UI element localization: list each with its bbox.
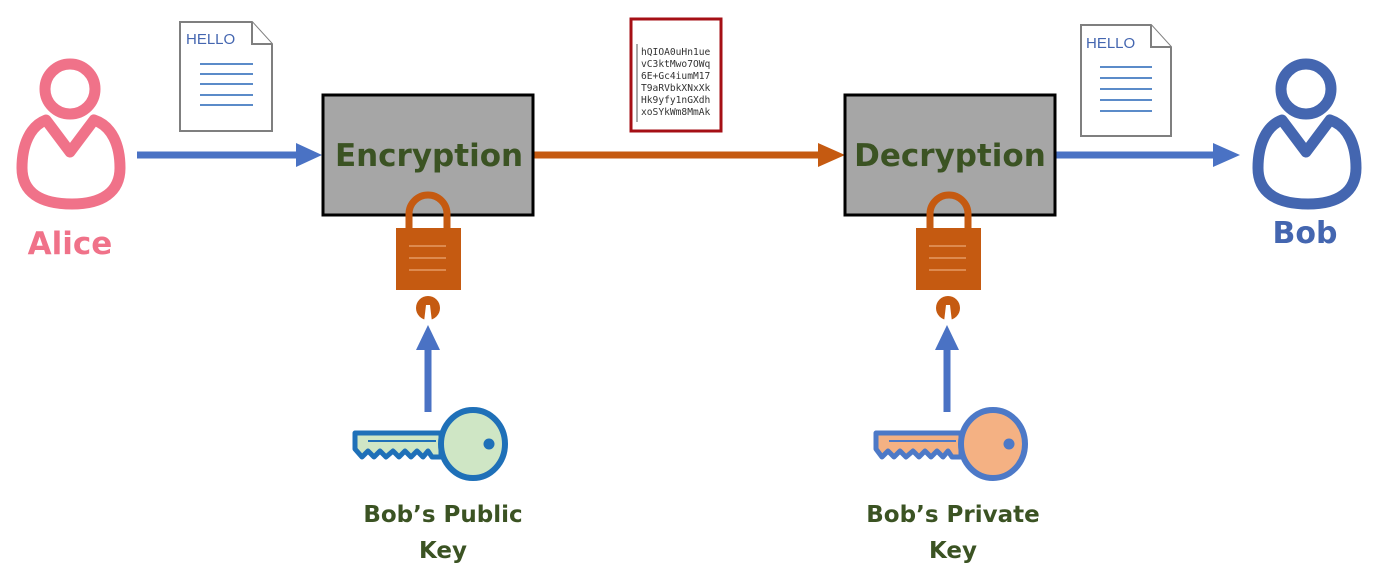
private-key-label-line1: Bob’s Private [866, 502, 1039, 528]
cipher-line: 6E+Gc4iumM17 [641, 71, 711, 82]
private-key-label-line2: Key [929, 538, 977, 564]
plaintext-document-out: HELLO [1080, 24, 1172, 137]
plaintext-in-text: HELLO [186, 31, 235, 48]
ciphertext-document: hQIOA0uHn1ue vC3ktMwo7OWq 6E+Gc4iumM17 T… [629, 17, 723, 133]
public-key-label-line1: Bob’s Public [363, 502, 522, 528]
public-key-icon [352, 407, 508, 481]
cipher-line: T9aRVbkXNxXk [641, 83, 711, 94]
arrow-private-key-to-lock [935, 325, 959, 412]
private-key-icon [873, 407, 1028, 481]
alice-person-icon [16, 58, 126, 210]
arrow-decryption-to-bob [1055, 143, 1240, 167]
cipher-line: xoSYkWm8MmAk [641, 107, 711, 118]
padlock-icon [396, 191, 461, 322]
text-lines [200, 63, 253, 106]
bob-label: Bob [1273, 216, 1338, 251]
public-key-label-line2: Key [419, 538, 467, 564]
ciphertext-lines: hQIOA0uHn1ue vC3ktMwo7OWq 6E+Gc4iumM17 T… [641, 47, 711, 118]
alice-label: Alice [28, 226, 113, 262]
arrow-alice-to-encryption [137, 143, 322, 167]
cipher-line: vC3ktMwo7OWq [641, 59, 710, 70]
plaintext-out-text: HELLO [1086, 35, 1135, 52]
bob-person-icon [1252, 58, 1362, 210]
decryption-label: Decryption [854, 138, 1046, 174]
arrow-encryption-to-decryption [533, 143, 845, 167]
cipher-line: hQIOA0uHn1ue [641, 47, 711, 58]
plaintext-document-in: HELLO [179, 21, 273, 132]
cipher-line: Hk9yfy1nGXdh [641, 95, 710, 106]
encryption-label: Encryption [335, 138, 523, 174]
text-lines [1100, 66, 1152, 112]
arrow-public-key-to-lock [416, 325, 440, 412]
padlock-icon [916, 191, 981, 322]
